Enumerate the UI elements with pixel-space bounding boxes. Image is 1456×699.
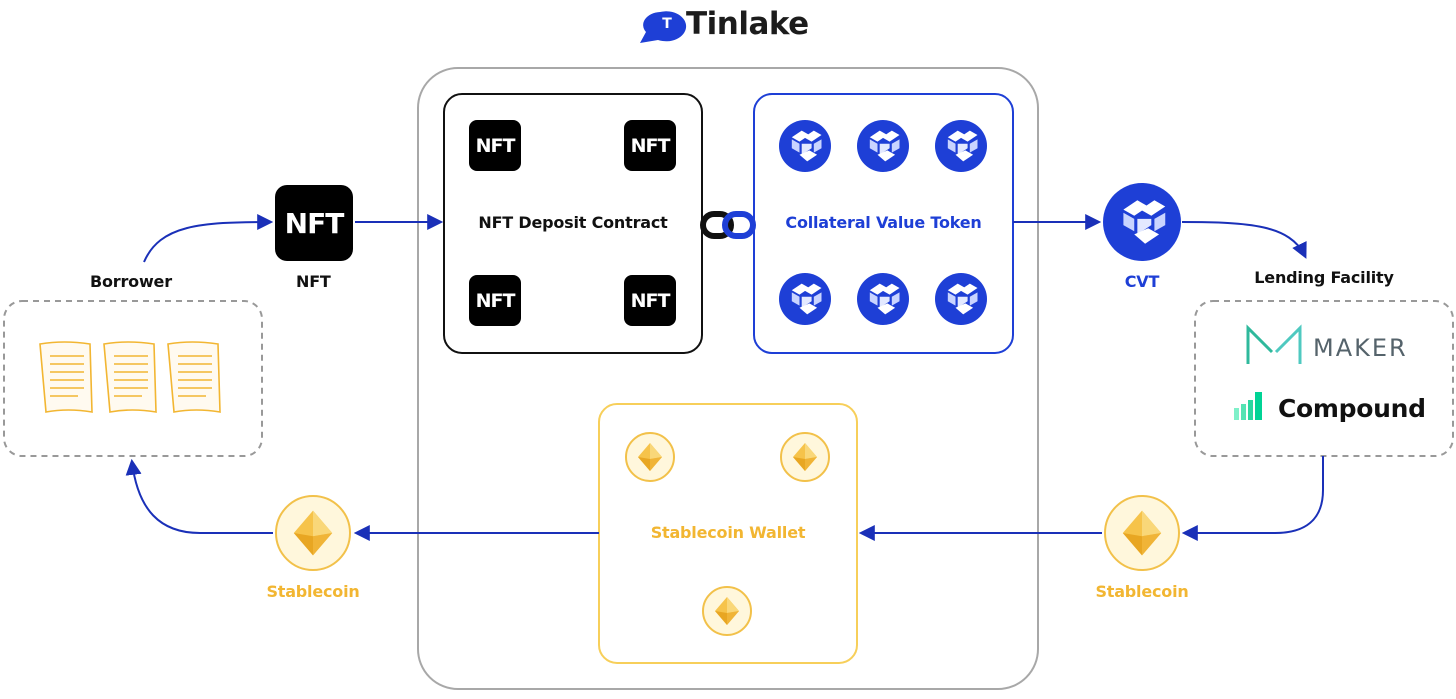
chain-link-icon — [700, 211, 756, 239]
tinlake-logo-icon — [640, 11, 687, 43]
nft-deposit-contract-label: NFT Deposit Contract — [478, 213, 668, 232]
document-icon — [39, 341, 93, 413]
borrower-to-nft-arrow — [143, 214, 274, 263]
stablecoin-wallet-label: Stablecoin Wallet — [650, 523, 806, 542]
lending-to-stablecoin-arrow — [1181, 456, 1324, 541]
stablecoin-to-borrower-arrow — [125, 458, 273, 534]
stablecoin-icon — [780, 432, 830, 482]
stablecoin-icon — [1104, 495, 1180, 571]
nft-tile-icon: NFT — [624, 120, 676, 171]
document-icon — [167, 341, 221, 413]
cvt-label: CVT — [1124, 272, 1160, 291]
stablecoin-icon — [702, 586, 752, 636]
cvt-token-icon — [857, 120, 909, 172]
cvt-token-icon — [857, 273, 909, 325]
stablecoin-icon — [275, 495, 351, 571]
nft-label: NFT — [296, 272, 331, 291]
cvt-token-icon — [935, 273, 987, 325]
maker-wordmark: MAKER — [1313, 334, 1408, 362]
cvt-to-lending-arrow — [1181, 221, 1307, 259]
lending-facility-frame — [1194, 300, 1454, 457]
brand-title: Tinlake — [686, 6, 809, 42]
cvt-token-icon — [779, 273, 831, 325]
compound-wordmark: Compound — [1278, 394, 1426, 423]
cvt-token-icon — [779, 120, 831, 172]
nft-tile-icon: NFT — [469, 275, 521, 326]
nft-tile-icon: NFT — [469, 120, 521, 171]
compound-logo-icon — [1234, 392, 1262, 420]
nft-token-icon: NFT — [275, 185, 353, 261]
borrower-label: Borrower — [90, 272, 172, 291]
cvt-token-icon — [935, 120, 987, 172]
stablecoin-icon — [625, 432, 675, 482]
stablecoin-left-label: Stablecoin — [266, 582, 360, 601]
cvt-token-icon — [1103, 183, 1181, 261]
stablecoin-right-label: Stablecoin — [1095, 582, 1189, 601]
document-icon — [103, 341, 157, 413]
tinlake-logo-letter: T — [662, 16, 672, 32]
collateral-value-token-label: Collateral Value Token — [785, 213, 982, 232]
nft-tile-icon: NFT — [624, 275, 676, 326]
maker-logo-icon — [1246, 324, 1302, 364]
borrower-frame — [3, 300, 263, 457]
lending-facility-label: Lending Facility — [1254, 268, 1394, 287]
tinlake-pool-frame — [417, 67, 1039, 690]
